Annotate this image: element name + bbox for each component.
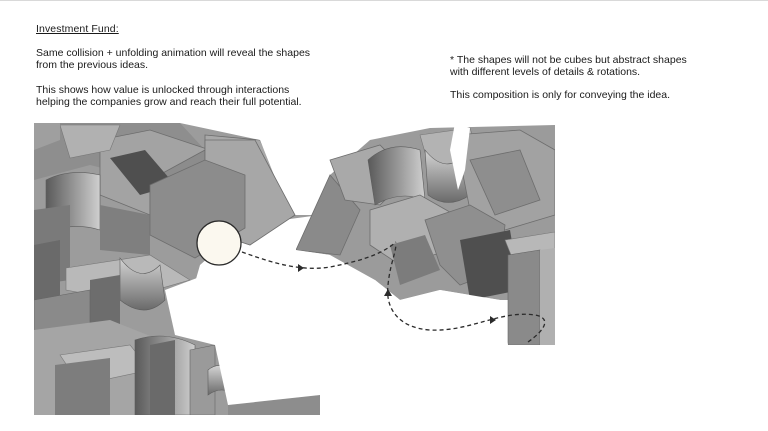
intro-line: This shows how value is unlocked through…: [36, 84, 290, 96]
note-line: This composition is only for conveying t…: [450, 89, 671, 101]
intro-line: Same collision + unfolding animation wil…: [36, 47, 311, 59]
note-line: * The shapes will not be cubes but abstr…: [450, 54, 687, 66]
top-divider: [0, 0, 768, 1]
note-paragraph-2: This composition is only for conveying t…: [450, 89, 730, 101]
right-shape-cluster: [296, 125, 555, 345]
note-paragraph-1: * The shapes will not be cubes but abstr…: [450, 54, 730, 78]
intro-paragraph-1: Same collision + unfolding animation wil…: [36, 47, 356, 71]
page-title: Investment Fund:: [36, 23, 119, 35]
intro-line: helping the companies grow and reach the…: [36, 96, 302, 108]
note-line: with different levels of details & rotat…: [450, 66, 641, 78]
intro-line: from the previous ideas.: [36, 59, 149, 71]
intro-paragraph-2: This shows how value is unlocked through…: [36, 84, 356, 108]
collision-circle: [196, 220, 242, 266]
